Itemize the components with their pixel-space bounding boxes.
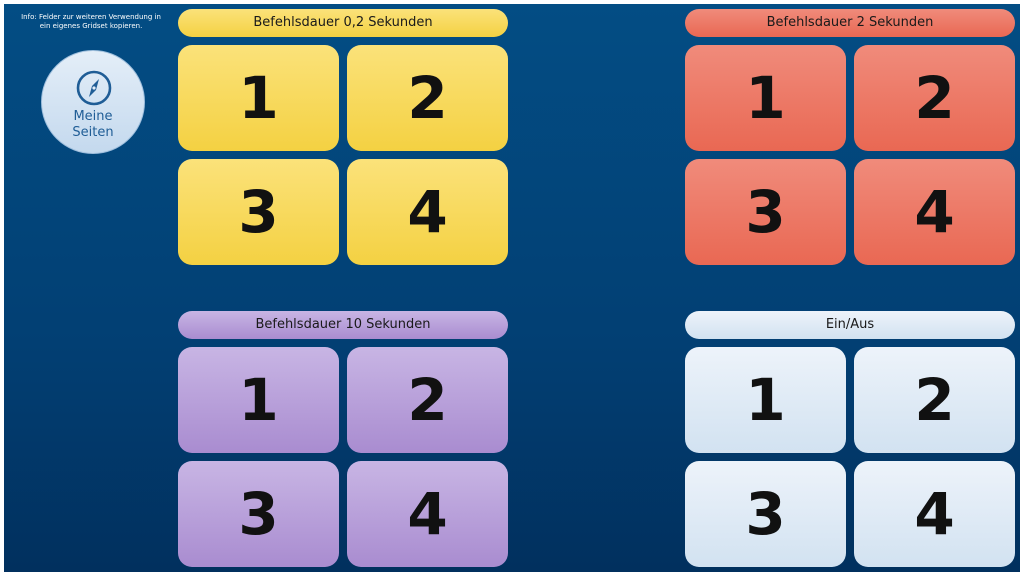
tile-1[interactable]: 1 — [685, 347, 846, 453]
tile-2[interactable]: 2 — [347, 347, 508, 453]
group-title[interactable]: Ein/Aus — [685, 311, 1015, 339]
tile-4[interactable]: 4 — [854, 159, 1015, 265]
tile-3[interactable]: 3 — [685, 461, 846, 567]
info-text: Info: Felder zur weiteren Verwendung in … — [21, 13, 161, 30]
tile-3[interactable]: 3 — [685, 159, 846, 265]
tile-1[interactable]: 1 — [685, 45, 846, 151]
tile-1[interactable]: 1 — [178, 45, 339, 151]
tile-2[interactable]: 2 — [854, 347, 1015, 453]
group-title[interactable]: Befehlsdauer 10 Sekunden — [178, 311, 508, 339]
my-pages-label: Meine Seiten — [72, 109, 114, 140]
tile-4[interactable]: 4 — [854, 461, 1015, 567]
group-title[interactable]: Befehlsdauer 0,2 Sekunden — [178, 9, 508, 37]
my-pages-button[interactable]: Meine Seiten — [41, 50, 145, 154]
tile-1[interactable]: 1 — [178, 347, 339, 453]
tile-4[interactable]: 4 — [347, 461, 508, 567]
tile-2[interactable]: 2 — [854, 45, 1015, 151]
compass-icon — [76, 70, 112, 106]
tile-2[interactable]: 2 — [347, 45, 508, 151]
tile-4[interactable]: 4 — [347, 159, 508, 265]
grid-page: Info: Felder zur weiteren Verwendung in … — [4, 4, 1020, 572]
group-title[interactable]: Befehlsdauer 2 Sekunden — [685, 9, 1015, 37]
tile-3[interactable]: 3 — [178, 159, 339, 265]
tile-3[interactable]: 3 — [178, 461, 339, 567]
